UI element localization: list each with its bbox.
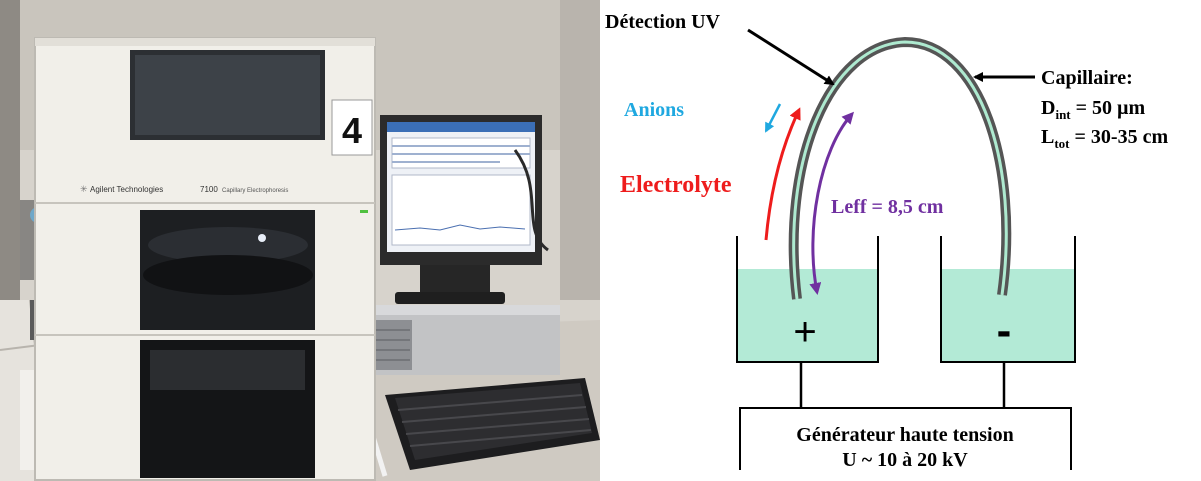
status-led <box>360 210 368 213</box>
instrument-brand: Agilent Technologies <box>90 185 163 194</box>
generator-voltage: U ~ 10 à 20 kV <box>842 449 968 471</box>
instrument-model: 7100 <box>200 185 218 194</box>
cathode-sign: - <box>997 306 1012 355</box>
leff-label: Leff = 8,5 cm <box>831 196 944 218</box>
agilent-logo-icon: ✳ <box>80 184 88 194</box>
capillary-diameter: Dint = 50 µm <box>1041 97 1146 122</box>
electrolyte-label: Electrolyte <box>620 172 732 198</box>
detection-uv-label: Détection UV <box>605 11 721 33</box>
computer-case <box>370 305 560 375</box>
anions-arrow <box>766 104 780 131</box>
tray-number: 4 <box>342 110 362 151</box>
capillary-length: Ltot = 30-35 cm <box>1041 126 1168 151</box>
generator-title: Générateur haute tension <box>796 424 1013 446</box>
anode-sign: + <box>793 310 816 354</box>
capillary-title: Capillaire: <box>1041 67 1133 89</box>
instrument-photo: 4 Agilent Technologies ✳ 7100 Capillary … <box>0 0 600 481</box>
detection-arrow <box>748 30 833 84</box>
ce-diagram: + - Générateur haute tension U ~ 10 à 20… <box>600 0 1201 481</box>
anions-label: Anions <box>624 99 684 121</box>
ce-instrument: 4 Agilent Technologies ✳ 7100 Capillary … <box>35 38 375 480</box>
instrument-model-desc: Capillary Electrophoresis <box>222 188 288 194</box>
